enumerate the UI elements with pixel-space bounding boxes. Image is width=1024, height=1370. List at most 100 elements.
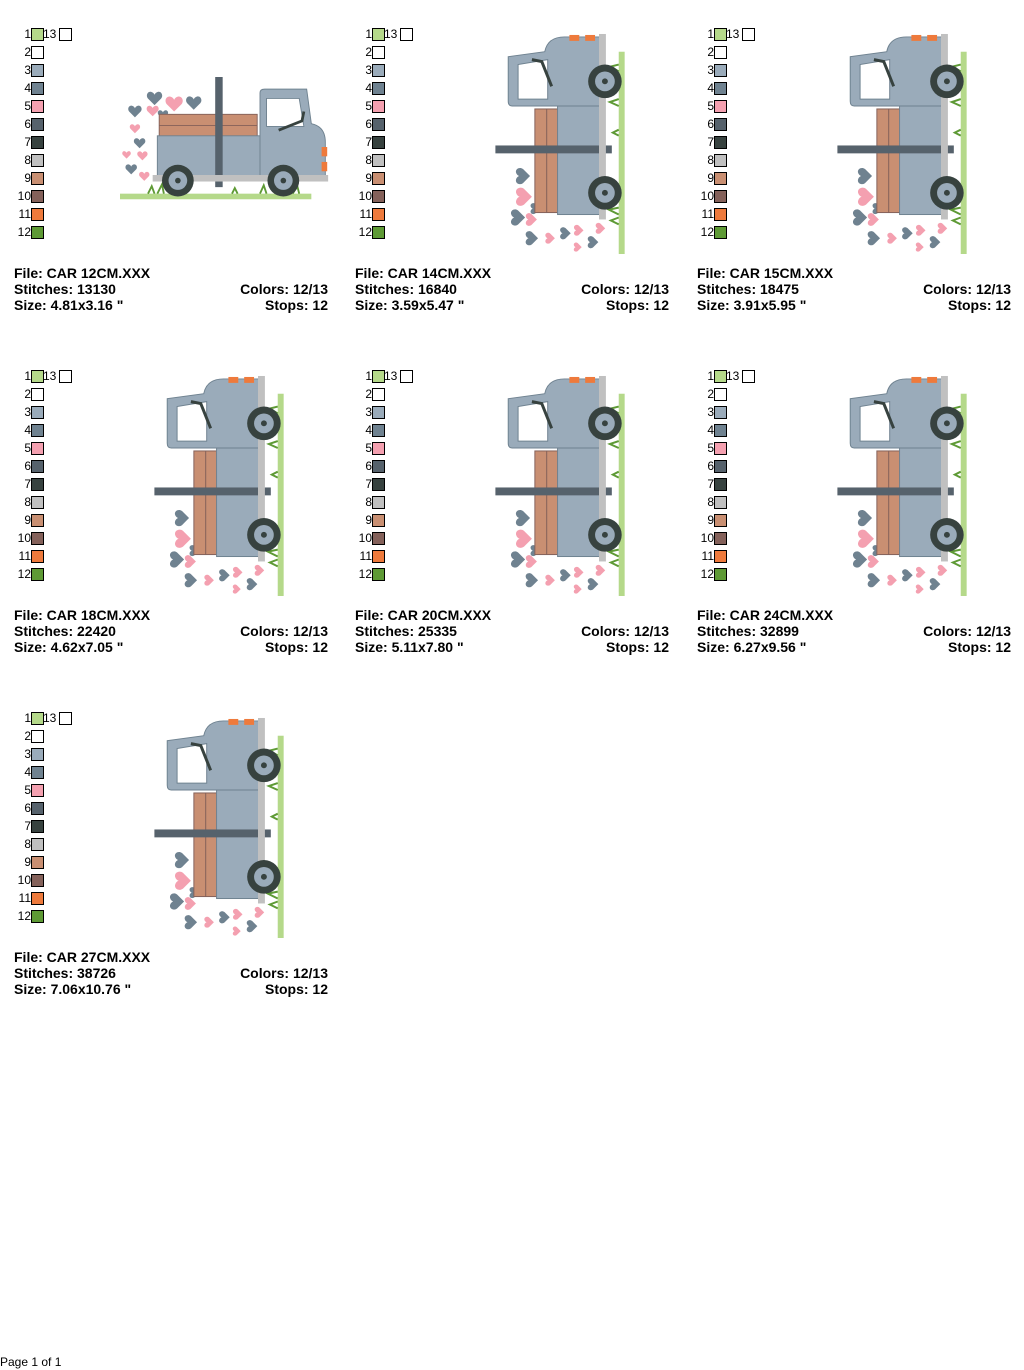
- color-entry: 11: [355, 549, 385, 564]
- color-entry: 1: [14, 369, 44, 384]
- file-name: File: CAR 27CM.XXX: [14, 949, 151, 965]
- color-number: 12: [358, 567, 372, 581]
- color-number: 3: [707, 405, 714, 419]
- color-entry: 2: [14, 729, 44, 744]
- color-swatch: [372, 64, 385, 77]
- file-name: File: CAR 12CM.XXX: [14, 265, 151, 281]
- color-entry: 10: [14, 189, 44, 204]
- color-count: Colors: 12/13: [240, 965, 328, 981]
- color-swatch: [714, 496, 727, 509]
- color-entry: 9: [355, 513, 385, 528]
- file-name: File: CAR 24CM.XXX: [697, 607, 834, 623]
- color-entry: 12: [697, 567, 727, 582]
- color-swatch: [714, 388, 727, 401]
- color-number: 6: [707, 117, 714, 131]
- color-number: 11: [18, 549, 31, 563]
- color-swatch: [714, 82, 727, 95]
- color-number: 5: [24, 99, 31, 113]
- color-entry: 8: [355, 153, 385, 168]
- color-entry: 11: [14, 891, 44, 906]
- color-entry: 3: [14, 63, 44, 78]
- color-swatch: [714, 208, 727, 221]
- color-entry: 8: [14, 495, 44, 510]
- color-number: 2: [707, 387, 714, 401]
- color-number: 13: [726, 369, 740, 383]
- color-number: 4: [365, 81, 372, 95]
- color-number: 6: [365, 459, 372, 473]
- color-number: 13: [43, 27, 57, 41]
- truck-design-image: [147, 716, 295, 938]
- design-block: 1 2 3 4 5 6 7 8 9 10 11 12 13 File: CAR …: [14, 369, 334, 660]
- color-number: 8: [24, 837, 31, 851]
- color-entry: 6: [355, 459, 385, 474]
- color-swatch: [31, 910, 44, 923]
- color-number: 9: [24, 855, 31, 869]
- color-swatch: [372, 550, 385, 563]
- color-number: 9: [365, 171, 372, 185]
- color-swatch: [31, 460, 44, 473]
- file-name: File: CAR 20CM.XXX: [355, 607, 492, 623]
- file-name: File: CAR 18CM.XXX: [14, 607, 151, 623]
- color-swatch: [31, 208, 44, 221]
- color-swatch: [31, 568, 44, 581]
- design-block: 1 2 3 4 5 6 7 8 9 10 11 12 13 File: CAR …: [697, 27, 1017, 318]
- color-entry: 1: [14, 27, 44, 42]
- color-swatch: [31, 838, 44, 851]
- color-count: Colors: 12/13: [240, 281, 328, 297]
- color-swatch: [714, 136, 727, 149]
- design-size: Size: 3.91x5.95 ": [697, 297, 807, 313]
- color-swatch: [31, 136, 44, 149]
- color-entry: 3: [355, 63, 385, 78]
- color-number: 4: [707, 81, 714, 95]
- color-swatch: [372, 190, 385, 203]
- color-entry: 5: [697, 441, 727, 456]
- truck-design-image: [147, 374, 295, 596]
- file-name: File: CAR 14CM.XXX: [355, 265, 492, 281]
- color-number: 4: [24, 423, 31, 437]
- design-size: Size: 6.27x9.56 ": [697, 639, 807, 655]
- truck-design-image: [830, 32, 978, 254]
- color-swatch: [31, 496, 44, 509]
- color-swatch: [372, 136, 385, 149]
- color-entry: 2: [14, 45, 44, 60]
- color-entry: 10: [14, 873, 44, 888]
- color-number: 4: [24, 765, 31, 779]
- stop-count: Stops: 12: [947, 297, 1011, 313]
- color-swatch: [714, 568, 727, 581]
- color-entry: 9: [697, 171, 727, 186]
- color-number: 5: [365, 99, 372, 113]
- color-number: 7: [365, 135, 372, 149]
- file-name: File: CAR 15CM.XXX: [697, 265, 834, 281]
- color-number: 13: [43, 369, 57, 383]
- color-swatch: [372, 226, 385, 239]
- color-entry: 12: [355, 225, 385, 240]
- color-swatch: [714, 424, 727, 437]
- color-swatch: [742, 28, 755, 41]
- color-entry: 6: [697, 117, 727, 132]
- color-number: 12: [358, 225, 372, 239]
- color-number: 13: [384, 27, 398, 41]
- color-swatch: [372, 154, 385, 167]
- color-swatch: [372, 118, 385, 131]
- color-swatch: [31, 892, 44, 905]
- color-count: Colors: 12/13: [581, 623, 669, 639]
- color-swatch: [714, 154, 727, 167]
- color-number: 5: [365, 441, 372, 455]
- color-swatch: [31, 82, 44, 95]
- color-number: 6: [707, 459, 714, 473]
- color-swatch: [372, 28, 385, 41]
- color-entry: 9: [14, 855, 44, 870]
- color-entry: 7: [14, 819, 44, 834]
- color-entry: 4: [14, 81, 44, 96]
- truck-design-image: [830, 374, 978, 596]
- color-entry: 4: [697, 423, 727, 438]
- color-swatch: [714, 460, 727, 473]
- color-number: 9: [707, 513, 714, 527]
- color-swatch: [372, 442, 385, 455]
- color-swatch: [31, 154, 44, 167]
- color-entry: 6: [355, 117, 385, 132]
- color-number: 5: [707, 99, 714, 113]
- color-number: 2: [365, 387, 372, 401]
- color-number: 12: [17, 909, 31, 923]
